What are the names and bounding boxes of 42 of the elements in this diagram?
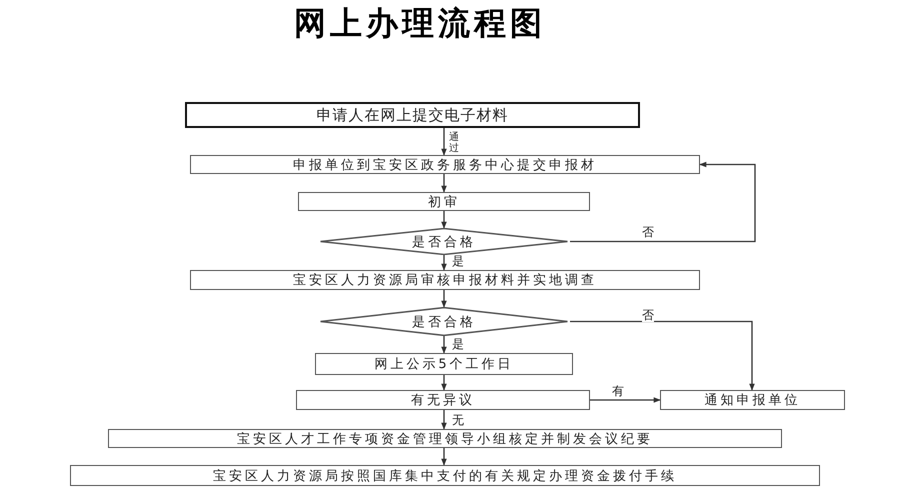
node-text: 是否合格 (412, 234, 476, 250)
edge-label: 有 (612, 385, 624, 398)
process-box (70, 465, 820, 486)
arrow (441, 255, 447, 271)
arrow (441, 290, 447, 308)
edge-label: 否 (642, 309, 654, 322)
arrow (441, 211, 447, 229)
title: 网上办理流程图 (293, 3, 547, 44)
arrow (441, 375, 447, 391)
process-box (296, 390, 590, 410)
process-box (190, 270, 700, 290)
node-text: 申报单位到宝安区政务服务中心提交申报材 (293, 156, 597, 174)
node-text: 通知申报单位 (704, 392, 800, 409)
edge-label: 否 (642, 226, 654, 240)
process-box (190, 155, 700, 174)
arrow (570, 162, 756, 242)
decision-diamond (318, 307, 570, 336)
node-text: 宝安区人力资源局审核申报材料并实地调查 (293, 272, 597, 289)
node-text: 宝安区人力资源局按照国库集中支付的有关规定办理资金拨付手续 (213, 468, 677, 484)
edge-label: 无 (452, 414, 464, 428)
arrow (441, 448, 447, 466)
node-text: 网上公示5个工作日 (374, 356, 514, 373)
node-text: 是否合格 (412, 314, 476, 330)
arrow (441, 410, 447, 430)
node-text: 有无异议 (411, 392, 475, 409)
node-text: 申请人在网上提交电子材料 (316, 106, 508, 124)
process-box (298, 192, 590, 211)
arrow (441, 174, 447, 193)
edge-label: 是 (452, 338, 464, 352)
edge-label: 通过 (449, 132, 459, 154)
node-text: 宝安区人才工作专项资金管理领导小组核定并制发会议纪要 (237, 430, 653, 448)
arrow (441, 128, 447, 156)
arrow (590, 397, 661, 403)
process-box (315, 353, 573, 375)
arrow (570, 320, 755, 391)
node-text: 初审 (428, 194, 460, 210)
process-box (185, 102, 640, 128)
arrow (441, 336, 447, 354)
edge-label: 是 (452, 255, 464, 268)
process-box (108, 429, 782, 448)
decision-diamond (318, 228, 570, 255)
process-box (660, 390, 845, 410)
